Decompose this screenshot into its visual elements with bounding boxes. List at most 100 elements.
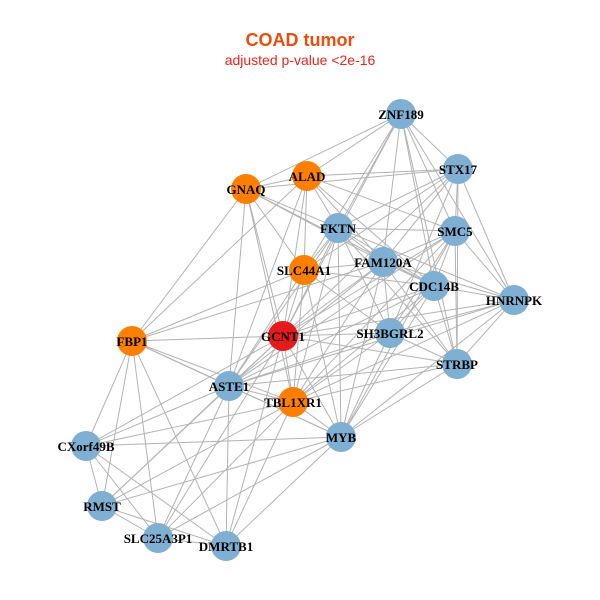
edge-MYB-CXorf49B xyxy=(85,436,342,447)
edge-GNAQ-TBL1XR1 xyxy=(245,188,294,403)
edge-HNRNPK-SH3BGRL2 xyxy=(389,299,515,334)
node-STRBP[interactable] xyxy=(442,349,472,379)
edge-GCNT1-FBP1 xyxy=(131,335,284,342)
edge-TBL1XR1-CXorf49B xyxy=(85,401,294,447)
edge-FKTN-TBL1XR1 xyxy=(292,227,339,403)
edge-ALAD-SLC44A1 xyxy=(303,175,308,271)
edge-ZNF189-CDC14B xyxy=(400,113,435,287)
edge-GNAQ-FKTN xyxy=(245,188,339,229)
node-SH3BGRL2[interactable] xyxy=(375,318,405,348)
node-label-SH3BGRL2: SH3BGRL2 xyxy=(356,326,423,341)
edge-GNAQ-ASTE1 xyxy=(228,188,247,387)
node-SLC44A1[interactable] xyxy=(289,255,319,285)
edge-FAM120A-MYB xyxy=(340,261,384,438)
node-STX17[interactable] xyxy=(443,154,473,184)
edge-STX17-STRBP xyxy=(456,168,459,365)
edge-SMC5-ASTE1 xyxy=(228,230,456,387)
edge-STX17-GNAQ xyxy=(245,168,459,190)
node-CXorf49B[interactable] xyxy=(71,431,101,461)
node-label-DMRTB1: DMRTB1 xyxy=(199,539,253,554)
node-label-ZNF189: ZNF189 xyxy=(378,107,424,122)
node-label-RMST: RMST xyxy=(83,499,121,514)
edge-CXorf49B-SLC25A3P1 xyxy=(85,445,159,539)
edge-ALAD-FBP1 xyxy=(131,175,308,342)
edge-ALAD-ASTE1 xyxy=(228,175,308,387)
edge-STRBP-ASTE1 xyxy=(228,363,458,387)
node-label-SLC25A3P1: SLC25A3P1 xyxy=(124,531,193,546)
node-GNAQ[interactable] xyxy=(231,174,261,204)
node-label-GCNT1: GCNT1 xyxy=(261,329,305,344)
edge-ASTE1-DMRTB1 xyxy=(225,385,230,547)
node-MYB[interactable] xyxy=(326,422,356,452)
edge-FKTN-STRBP xyxy=(337,227,458,365)
node-layer xyxy=(71,99,529,561)
node-label-HNRNPK: HNRNPK xyxy=(486,293,543,308)
edge-FKTN-HNRNPK xyxy=(337,227,515,301)
node-label-FKTN: FKTN xyxy=(320,221,357,236)
node-GCNT1[interactable] xyxy=(268,321,298,351)
edge-FAM120A-FBP1 xyxy=(131,261,384,342)
edge-STX17-SH3BGRL2 xyxy=(389,168,459,334)
edge-FBP1-SLC25A3P1 xyxy=(131,340,159,539)
node-RMST[interactable] xyxy=(87,491,117,521)
figure-subtitle: adjusted p-value <2e-16 xyxy=(224,52,376,68)
edge-SLC44A1-CDC14B xyxy=(303,269,435,287)
edge-CXorf49B-DMRTB1 xyxy=(85,445,227,547)
edge-FBP1-DMRTB1 xyxy=(131,340,227,547)
node-ASTE1[interactable] xyxy=(214,371,244,401)
edge-GNAQ-FBP1 xyxy=(131,188,247,342)
node-FAM120A[interactable] xyxy=(368,247,398,277)
edge-HNRNPK-ASTE1 xyxy=(228,299,515,387)
node-SLC25A3P1[interactable] xyxy=(143,523,173,553)
edge-STX17-SLC44A1 xyxy=(303,168,459,271)
node-label-STRBP: STRBP xyxy=(436,357,478,372)
edge-FKTN-ASTE1 xyxy=(228,227,339,387)
edge-SLC44A1-SH3BGRL2 xyxy=(303,269,391,334)
edge-STX17-FKTN xyxy=(337,168,459,229)
edge-ASTE1-SLC25A3P1 xyxy=(157,385,230,539)
node-HNRNPK[interactable] xyxy=(499,285,529,315)
edge-STX17-HNRNPK xyxy=(457,168,515,301)
edge-SLC44A1-ASTE1 xyxy=(228,269,305,387)
edge-GCNT1-STRBP xyxy=(282,335,458,365)
edge-ALAD-CDC14B xyxy=(306,175,435,287)
node-TBL1XR1[interactable] xyxy=(278,387,308,417)
node-ALAD[interactable] xyxy=(292,161,322,191)
edge-FKTN-SH3BGRL2 xyxy=(337,227,391,334)
edge-FBP1-RMST xyxy=(101,340,133,507)
node-FBP1[interactable] xyxy=(117,326,147,356)
edge-HNRNPK-TBL1XR1 xyxy=(292,299,515,403)
node-DMRTB1[interactable] xyxy=(211,531,241,561)
edge-CDC14B-TBL1XR1 xyxy=(292,285,435,403)
node-ZNF189[interactable] xyxy=(386,99,416,129)
node-label-SMC5: SMC5 xyxy=(437,224,473,239)
edge-TBL1XR1-DMRTB1 xyxy=(225,401,294,547)
node-label-MYB: MYB xyxy=(326,430,357,445)
edge-FAM120A-HNRNPK xyxy=(382,261,515,301)
node-label-ALAD: ALAD xyxy=(289,169,326,184)
edge-STX17-ALAD xyxy=(306,168,459,177)
edge-MYB-SLC25A3P1 xyxy=(157,436,342,539)
edge-TBL1XR1-RMST xyxy=(101,401,294,507)
figure-title: COAD tumor xyxy=(245,30,355,50)
edge-CDC14B-ASTE1 xyxy=(228,285,435,387)
edge-SMC5-HNRNPK xyxy=(454,230,515,301)
edge-STRBP-TBL1XR1 xyxy=(292,363,458,403)
edge-ZNF189-FKTN xyxy=(337,113,402,229)
edge-FBP1-CXorf49B xyxy=(85,340,133,447)
edge-FAM120A-ASTE1 xyxy=(228,261,384,387)
edge-SH3BGRL2-TBL1XR1 xyxy=(292,332,391,403)
edge-FAM120A-STRBP xyxy=(382,261,458,365)
edge-MYB-RMST xyxy=(101,436,342,507)
edge-GCNT1-SLC25A3P1 xyxy=(157,335,284,539)
node-FKTN[interactable] xyxy=(323,213,353,243)
edge-ZNF189-GNAQ xyxy=(245,113,402,190)
node-SMC5[interactable] xyxy=(440,216,470,246)
edge-GNAQ-SLC44A1 xyxy=(245,188,305,271)
edge-ASTE1-CXorf49B xyxy=(85,385,230,447)
node-CDC14B[interactable] xyxy=(419,271,449,301)
edge-FKTN-SMC5 xyxy=(337,227,456,232)
